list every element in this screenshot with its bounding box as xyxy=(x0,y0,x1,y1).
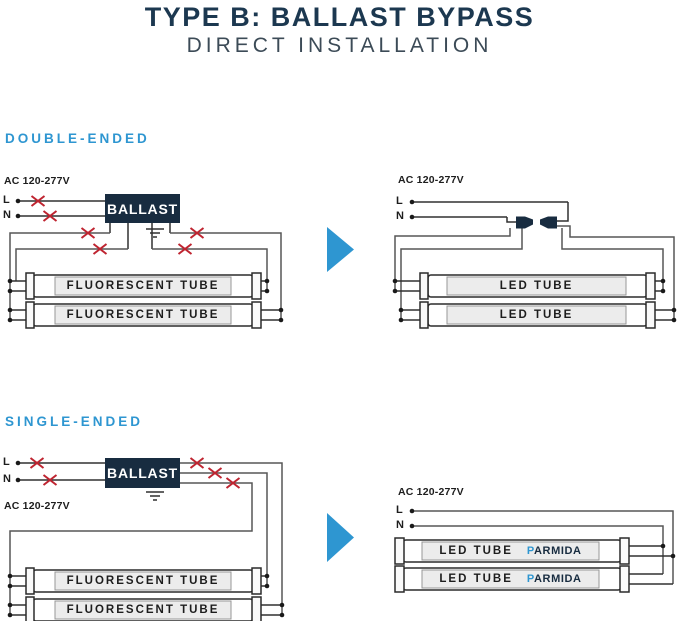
arrow-right-icon xyxy=(327,227,354,272)
wiring xyxy=(394,201,675,321)
tube-label: LED TUBE PARMIDA xyxy=(422,542,599,560)
tube-label: FLUORESCENT TUBE xyxy=(66,309,220,321)
parmida-logo-p: P xyxy=(526,573,534,585)
wire-segment xyxy=(561,228,664,291)
tube-label: FLUORESCENT TUBE xyxy=(66,604,220,616)
fluorescent-tube xyxy=(25,301,262,329)
section-label-single-ended: SINGLE-ENDED xyxy=(5,414,144,429)
wiring xyxy=(9,200,282,321)
neutral-terminal-label: N xyxy=(3,473,12,485)
neutral-terminal-label: N xyxy=(3,209,12,221)
wire-segment xyxy=(506,217,516,223)
wire-segment xyxy=(394,228,511,291)
line-terminal-label: L xyxy=(3,194,10,206)
led-tube xyxy=(419,301,656,329)
parmida-logo: PARMIDA xyxy=(527,573,582,585)
fluorescent-tube xyxy=(25,596,262,621)
tube-label-text: LED TUBE xyxy=(439,545,513,557)
wire-segment xyxy=(557,202,569,222)
parmida-logo-rest: ARMIDA xyxy=(534,545,582,557)
ballast-label: BALLAST xyxy=(107,200,178,217)
wire-segment xyxy=(557,225,675,320)
tube-label: FLUORESCENT TUBE xyxy=(66,575,220,587)
voltage-label: AC 120-277V xyxy=(4,175,70,187)
voltage-label: AC 120-277V xyxy=(398,174,464,186)
wire-segment xyxy=(180,472,268,586)
parmida-logo-rest: ARMIDA xyxy=(534,573,582,585)
ground-icon xyxy=(146,491,164,501)
wire-segment xyxy=(152,248,268,291)
led-tube xyxy=(394,537,630,565)
ground-icon xyxy=(146,228,164,238)
tube-label: FLUORESCENT TUBE xyxy=(66,280,220,292)
arrow-right-icon xyxy=(327,513,354,562)
page-subtitle: DIRECT INSTALLATION xyxy=(186,34,493,57)
ballast-box xyxy=(105,194,180,223)
wire-segment xyxy=(15,248,128,281)
tube-label: LED TUBE xyxy=(499,309,574,321)
led-tube xyxy=(419,272,656,300)
fluorescent-tube xyxy=(25,272,262,300)
diagram-single-ended-after xyxy=(394,508,676,593)
wire-segment xyxy=(412,525,664,574)
section-label-double-ended: DOUBLE-ENDED xyxy=(5,131,150,146)
wiring xyxy=(9,462,283,616)
voltage-label: AC 120-277V xyxy=(4,500,70,512)
diagram-single-ended-before xyxy=(7,457,285,621)
diagram-double-ended-after xyxy=(392,199,677,329)
tube-label-text: LED TUBE xyxy=(439,573,513,585)
line-terminal-label: L xyxy=(396,195,403,207)
wire-segment xyxy=(412,510,674,584)
tube-label: LED TUBE PARMIDA xyxy=(422,570,599,588)
wire-segment xyxy=(170,232,282,320)
line-terminal-label: L xyxy=(3,456,10,468)
line-terminal-label: L xyxy=(396,504,403,516)
ballast-label: BALLAST xyxy=(107,465,178,481)
voltage-label: AC 120-277V xyxy=(398,486,464,498)
neutral-terminal-label: N xyxy=(396,519,405,531)
parmida-logo-p: P xyxy=(526,545,534,557)
ballast-box xyxy=(105,458,180,488)
tube-label: LED TUBE xyxy=(499,280,574,292)
parmida-logo: PARMIDA xyxy=(527,545,582,557)
neutral-terminal-label: N xyxy=(396,210,405,222)
wiring xyxy=(412,510,674,585)
wire-connector-icon xyxy=(516,216,533,229)
wire-segment xyxy=(400,228,523,320)
wire-segment xyxy=(180,462,283,615)
fluorescent-tube xyxy=(25,567,262,595)
wire-connector-icon xyxy=(540,216,557,229)
page-title: TYPE B: BALLAST BYPASS xyxy=(144,2,535,32)
led-tube xyxy=(394,565,630,593)
wire-segment xyxy=(9,482,253,615)
diagram-double-ended-before xyxy=(7,194,284,329)
